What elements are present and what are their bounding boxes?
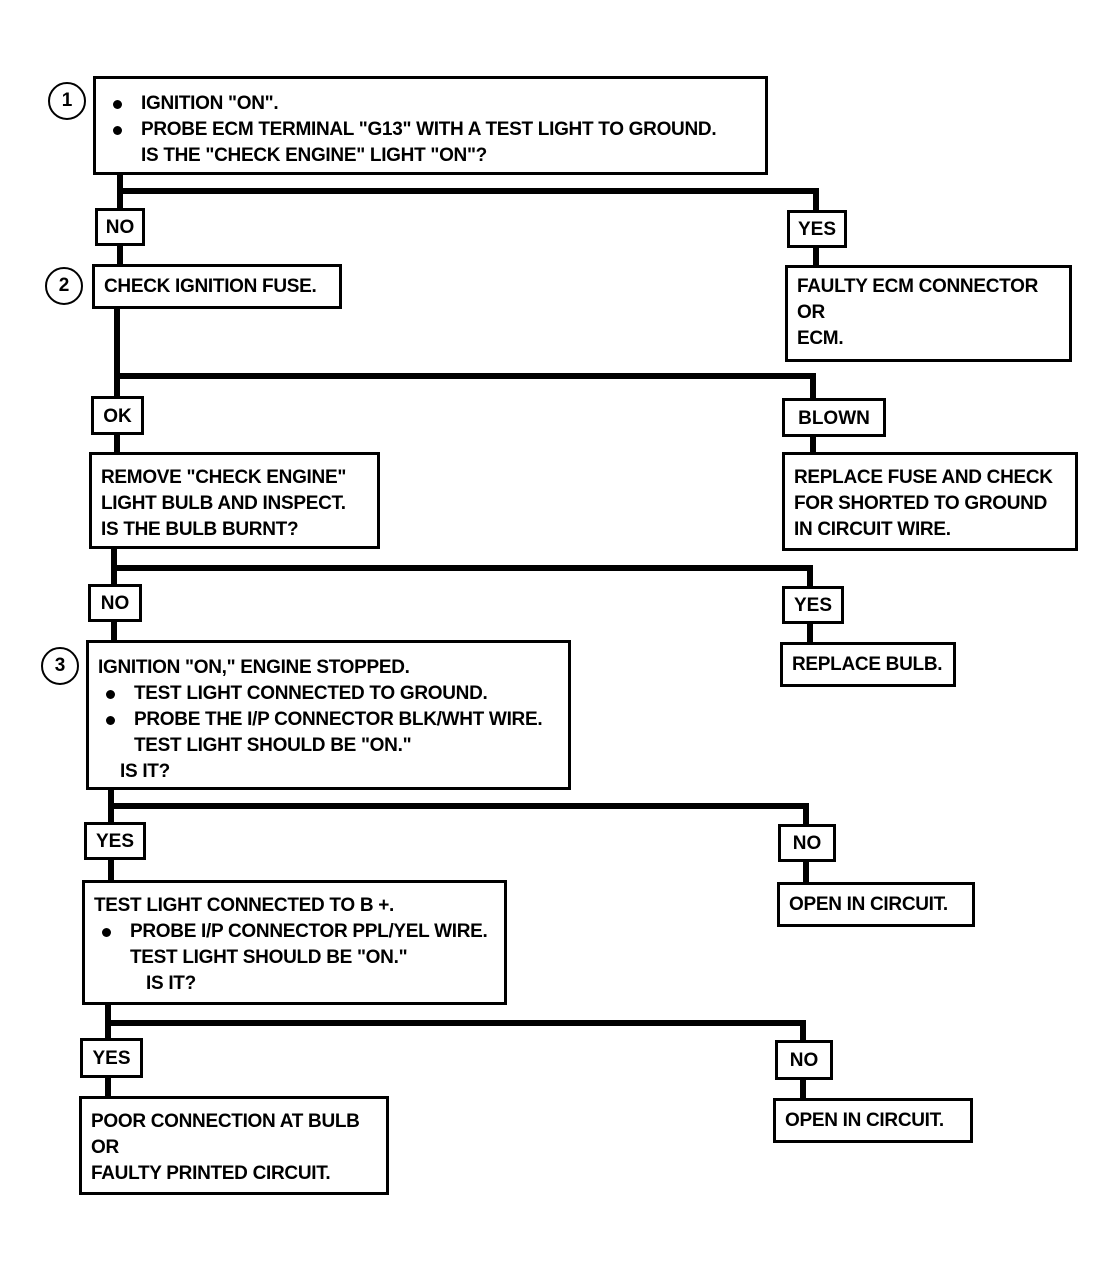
- poor-conn-line1: POOR CONNECTION AT BULB: [91, 1111, 360, 1132]
- box3-line5: IS IT?: [120, 761, 170, 782]
- replace-bulb-text: REPLACE BULB.: [792, 654, 943, 675]
- box1-line3: IS THE "CHECK ENGINE" LIGHT "ON"?: [141, 145, 487, 166]
- poor-conn-line3: FAULTY PRINTED CIRCUIT.: [91, 1163, 331, 1184]
- label-yes-2: YES: [782, 586, 844, 624]
- label-no-4: NO: [775, 1040, 833, 1080]
- box1-line2: PROBE ECM TERMINAL "G13" WITH A TEST LIG…: [105, 117, 756, 143]
- step-2-marker: 2: [45, 267, 83, 305]
- label-yes-4: YES: [80, 1038, 143, 1078]
- label-no-2: NO: [88, 584, 142, 622]
- replace-fuse-line1: REPLACE FUSE AND CHECK: [794, 467, 1053, 488]
- label-yes-3: YES: [84, 822, 146, 860]
- open-circuit-text-2: OPEN IN CIRCUIT.: [785, 1110, 944, 1131]
- step-3-marker: 3: [41, 647, 79, 685]
- test-b-line4: IS IT?: [146, 973, 196, 994]
- replace-bulb-box: REPLACE BULB.: [780, 642, 956, 687]
- remove-bulb-line2: LIGHT BULB AND INSPECT.: [101, 493, 346, 514]
- label-no-3: NO: [778, 824, 836, 862]
- label-yes-1: YES: [787, 210, 847, 248]
- remove-bulb-line3: IS THE BULB BURNT?: [101, 519, 299, 540]
- test-b-plus-box: TEST LIGHT CONNECTED TO B +. PROBE I/P C…: [82, 880, 507, 1005]
- box3-line2: TEST LIGHT CONNECTED TO GROUND.: [98, 681, 559, 707]
- box3-line4: TEST LIGHT SHOULD BE "ON.": [134, 735, 412, 756]
- label-ok: OK: [91, 396, 144, 435]
- open-circuit-text-1: OPEN IN CIRCUIT.: [789, 894, 948, 915]
- replace-fuse-box: REPLACE FUSE AND CHECK FOR SHORTED TO GR…: [782, 452, 1078, 551]
- faulty-ecm-line3: ECM.: [797, 328, 844, 349]
- step-1-marker: 1: [48, 82, 86, 120]
- test-b-line2: PROBE I/P CONNECTOR PPL/YEL WIRE.: [94, 919, 495, 945]
- faulty-ecm-box: FAULTY ECM CONNECTOR OR ECM.: [785, 265, 1072, 362]
- test-b-line3: TEST LIGHT SHOULD BE "ON.": [130, 947, 408, 968]
- step-3-box: IGNITION "ON," ENGINE STOPPED. TEST LIGH…: [86, 640, 571, 790]
- connector-1: [117, 171, 819, 267]
- check-fuse-box: CHECK IGNITION FUSE.: [92, 264, 342, 309]
- replace-fuse-line2: FOR SHORTED TO GROUND: [794, 493, 1048, 514]
- open-circuit-box-2: OPEN IN CIRCUIT.: [773, 1098, 973, 1143]
- connector-3: [111, 545, 813, 643]
- check-fuse-text: CHECK IGNITION FUSE.: [104, 276, 317, 297]
- step-1-box: IGNITION "ON". PROBE ECM TERMINAL "G13" …: [93, 76, 768, 175]
- poor-connection-box: POOR CONNECTION AT BULB OR FAULTY PRINTE…: [79, 1096, 389, 1195]
- connector-5: [105, 1001, 806, 1099]
- remove-bulb-line1: REMOVE "CHECK ENGINE": [101, 467, 347, 488]
- box3-line1: IGNITION "ON," ENGINE STOPPED.: [98, 657, 410, 678]
- label-blown: BLOWN: [782, 398, 886, 437]
- connector-2: [114, 303, 816, 455]
- label-no-1: NO: [95, 208, 145, 246]
- replace-fuse-line3: IN CIRCUIT WIRE.: [794, 519, 951, 540]
- faulty-ecm-line1: FAULTY ECM CONNECTOR: [797, 276, 1039, 297]
- box3-line3: PROBE THE I/P CONNECTOR BLK/WHT WIRE.: [98, 707, 559, 733]
- open-circuit-box-1: OPEN IN CIRCUIT.: [777, 882, 975, 927]
- test-b-line1: TEST LIGHT CONNECTED TO B +.: [94, 895, 395, 916]
- box1-line1: IGNITION "ON".: [105, 91, 756, 117]
- remove-bulb-box: REMOVE "CHECK ENGINE" LIGHT BULB AND INS…: [89, 452, 380, 549]
- connector-4: [108, 786, 809, 883]
- poor-conn-line2: OR: [91, 1137, 119, 1158]
- faulty-ecm-line2: OR: [797, 302, 825, 323]
